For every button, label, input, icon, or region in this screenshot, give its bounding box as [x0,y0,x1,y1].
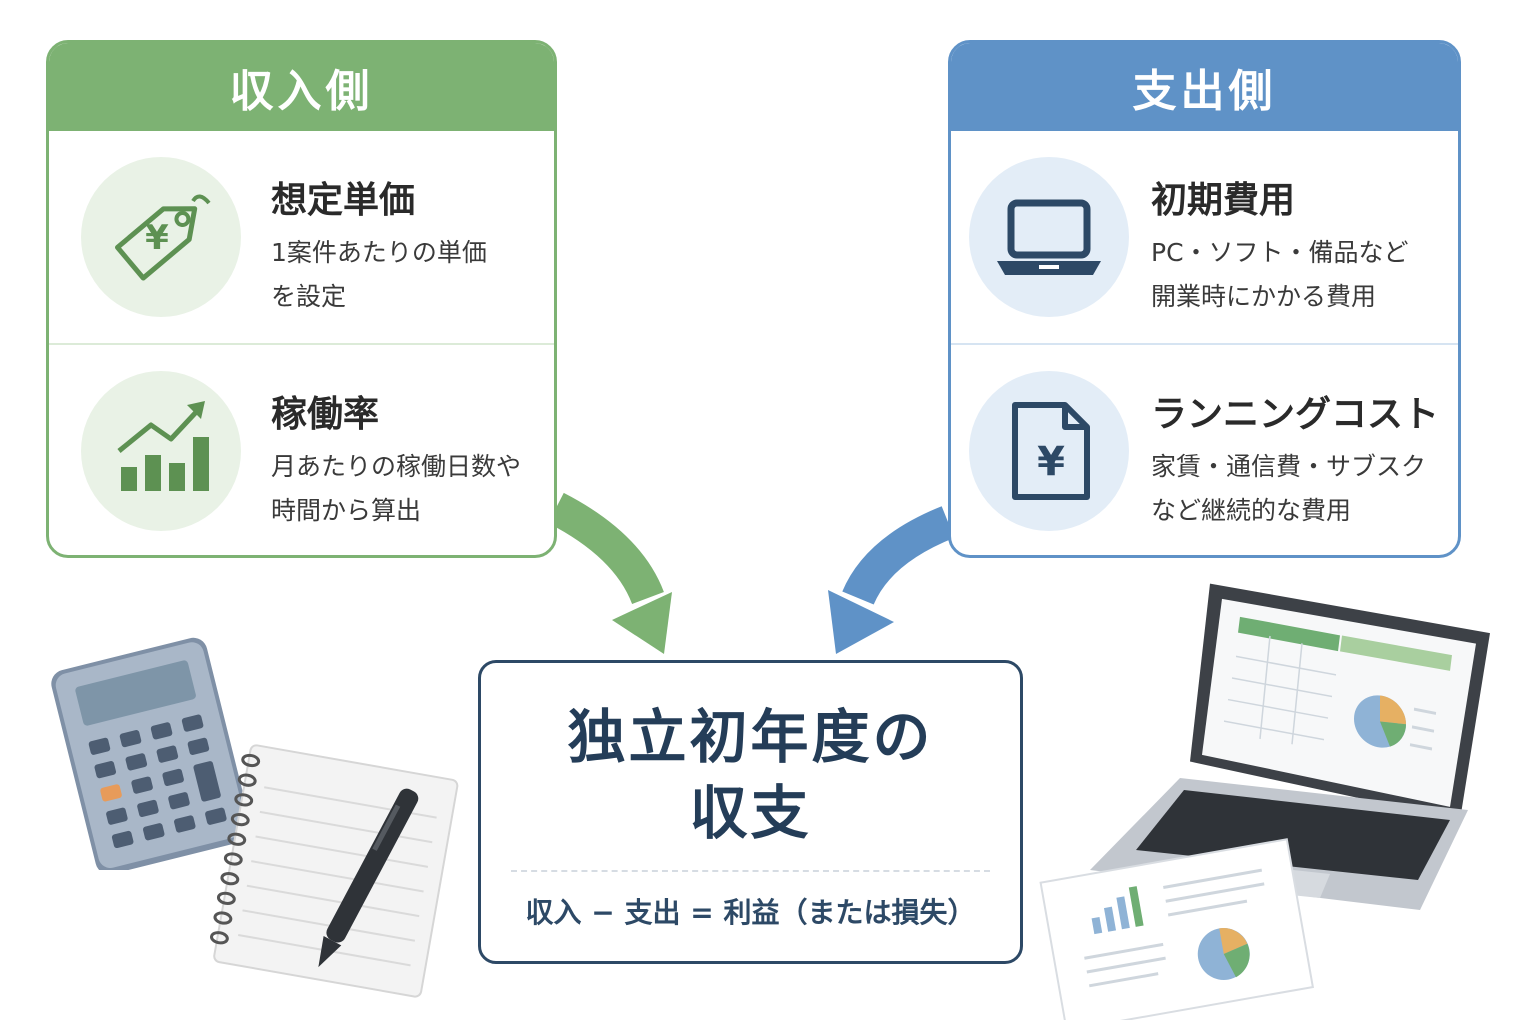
item-title: 想定単価 [271,180,416,221]
item-description: 1案件あたりの単価 を設定 [271,238,487,311]
divider [951,343,1458,345]
yen-document-icon: ¥ [1012,402,1090,500]
item-title: 初期費用 [1151,180,1296,221]
expense-panel: 支出側 初期費用 PC・ソフト・備品など 開業時にかかる費用 ¥ ランニングコス… [948,40,1461,558]
yen-symbol: ¥ [1037,439,1065,485]
laptop-with-spreadsheet-icon [1090,583,1490,910]
yen-symbol: ¥ [145,218,169,258]
item-title: 稼働率 [271,394,380,435]
notepad-with-pen-icon [209,744,459,998]
bar-chart-growth-icon [117,401,209,491]
expense-item-running-cost: ¥ ランニングコスト 家賃・通信費・サブスク など継続的な費用 [951,345,1458,555]
result-box: 独立初年度の 収支 収入 − 支出 = 利益（または損失） [478,660,1023,964]
yen-price-tag-icon: ¥ [115,194,211,281]
income-item-unit-price: ¥ 想定単価 1案件あたりの単価 を設定 [49,131,554,343]
income-header: 収入側 [49,43,554,131]
expense-arrow [828,506,955,654]
profit-formula: 収入 − 支出 = 利益（または損失） [525,896,976,929]
item-description: PC・ソフト・備品など 開業時にかかる費用 [1151,238,1409,311]
item-description: 月あたりの稼働日数や 時間から算出 [271,452,522,525]
income-panel: 収入側 ¥ 想定単価 1案件あたりの単価 を設定 [46,40,557,558]
laptop-icon [997,199,1101,275]
report-document-icon [1039,838,1315,1020]
result-title: 独立初年度の 収支 [567,703,934,847]
expense-header: 支出側 [951,43,1458,131]
calculator-icon [51,637,252,870]
item-title: ランニングコスト [1151,394,1440,435]
item-description: 家賃・通信費・サブスク など継続的な費用 [1151,452,1427,525]
divider [49,343,554,345]
income-arrow [548,492,672,654]
expense-item-initial-cost: 初期費用 PC・ソフト・備品など 開業時にかかる費用 [951,131,1458,343]
income-item-utilization: 稼働率 月あたりの稼働日数や 時間から算出 [49,345,554,555]
dashed-divider [511,870,990,872]
